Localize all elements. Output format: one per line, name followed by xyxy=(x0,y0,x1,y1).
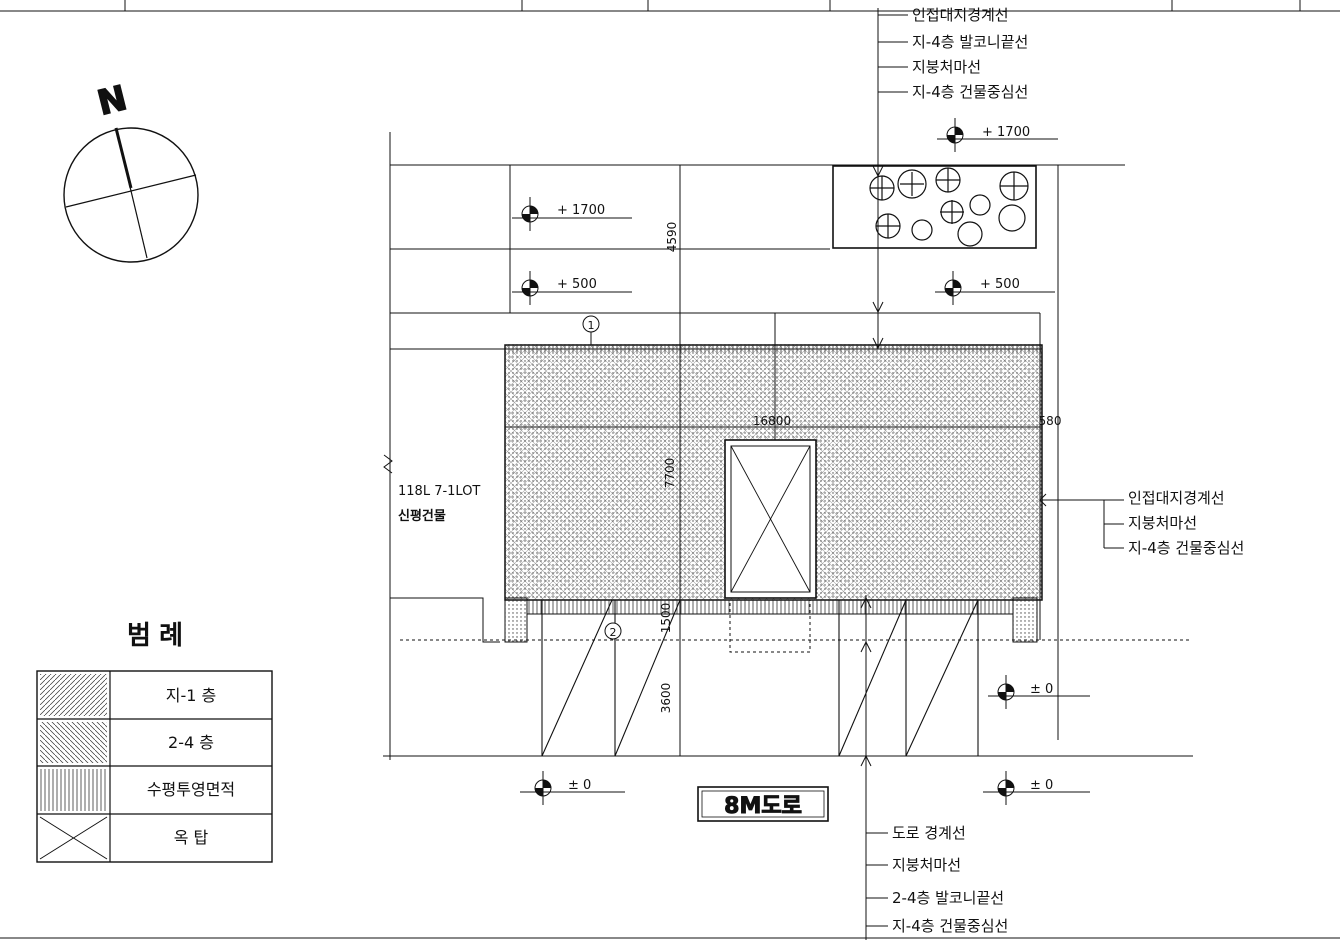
level-marker-top-right: + 1700 xyxy=(937,118,1058,152)
callout-right-1: 지붕처마선 xyxy=(1128,514,1197,532)
dimension-7700: 7700 xyxy=(663,458,677,489)
legend-label-projection: 수평투영면적 xyxy=(147,780,235,799)
svg-text:+ 1700: + 1700 xyxy=(982,125,1030,140)
callout-top-3: 지-4층 건물중심선 xyxy=(912,83,1028,101)
landscape-planting xyxy=(832,165,1037,249)
svg-text:+ 500: + 500 xyxy=(980,277,1020,292)
level-marker-bottom-right: ± 0 xyxy=(983,771,1090,805)
dimension-1500: 1500 xyxy=(659,603,673,634)
marker-2: 2 xyxy=(604,622,622,640)
callout-bottom-0: 도로 경계선 xyxy=(892,824,966,842)
callout-bottom-2: 2-4층 발코니끝선 xyxy=(892,889,1004,907)
road-label: 8M도로 xyxy=(697,786,829,822)
penthouse xyxy=(724,439,817,653)
legend-swatch-2-4 xyxy=(40,722,107,763)
level-marker-mid-left: + 500 xyxy=(512,271,632,305)
break-line xyxy=(383,454,393,474)
callout-bottom-1: 지붕처마선 xyxy=(892,856,961,874)
neighbor-building-label: 신평건물 xyxy=(398,508,446,524)
callout-top: 인접대지경계선 지-4층 발코니끝선 지붕처마선 지-4층 건물중심선 xyxy=(872,6,1028,350)
callout-bottom xyxy=(860,596,888,927)
callout-top-0: 인접대지경계선 xyxy=(912,6,1009,24)
callout-top-1: 지-4층 발코니끝선 xyxy=(912,33,1028,51)
balcony-projection xyxy=(526,599,1014,615)
dimension-16800: 16800 xyxy=(753,414,791,428)
svg-text:± 0: ± 0 xyxy=(1030,682,1053,697)
legend-label-2-4: 2-4 층 xyxy=(168,733,214,752)
svg-text:± 0: ± 0 xyxy=(1030,778,1053,793)
svg-text:1: 1 xyxy=(588,319,595,332)
legend-title: 범 례 xyxy=(127,621,183,651)
svg-text:+ 500: + 500 xyxy=(557,277,597,292)
level-marker-mid-right: + 500 xyxy=(935,271,1055,305)
callout-bottom-3: 지-4층 건물중심선 xyxy=(892,917,1008,935)
svg-text:± 0: ± 0 xyxy=(568,778,591,793)
callout-right-2: 지-4층 건물중심선 xyxy=(1128,539,1244,557)
legend-swatch-penthouse xyxy=(39,816,108,860)
north-letter: N xyxy=(94,78,131,124)
svg-text:+ 1700: + 1700 xyxy=(557,203,605,218)
callout-right xyxy=(1039,493,1124,549)
legend-swatch-projection xyxy=(40,769,107,811)
callout-top-2: 지붕처마선 xyxy=(912,58,981,76)
level-marker-upper-left: + 1700 xyxy=(512,197,632,231)
level-marker-bottom-left: ± 0 xyxy=(520,771,625,805)
legend-label-penthouse: 옥 탑 xyxy=(174,828,209,847)
legend-label-b1: 지-1 층 xyxy=(166,686,216,705)
neighbor-lot-label: 118L 7-1LOT xyxy=(398,484,480,499)
legend: 범 례 지-1 층 2-4 층 수평투영면적 옥 탑 xyxy=(36,621,273,863)
callout-right-0: 인접대지경계선 xyxy=(1128,489,1225,507)
level-marker-lower-right: ± 0 xyxy=(988,675,1090,709)
legend-swatch-b1 xyxy=(40,674,107,716)
north-arrow: N xyxy=(63,77,199,263)
dimension-580: 580 xyxy=(1039,414,1062,428)
dimension-3600: 3600 xyxy=(659,683,673,714)
svg-text:8M도로: 8M도로 xyxy=(724,794,802,819)
dimension-4590: 4590 xyxy=(665,222,679,253)
marker-1: 1 xyxy=(582,315,600,345)
svg-text:2: 2 xyxy=(610,626,617,639)
parking-stalls xyxy=(541,599,979,757)
